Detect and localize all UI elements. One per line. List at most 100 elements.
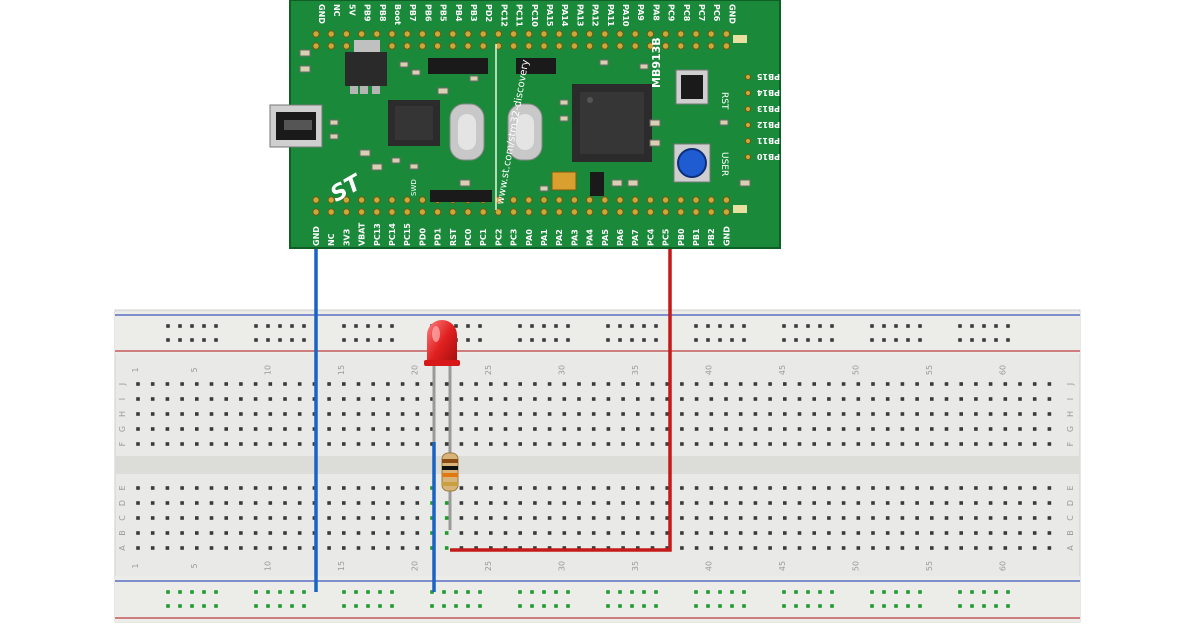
- rail-hole: [742, 324, 746, 328]
- hole: [386, 516, 390, 520]
- hole: [1003, 382, 1008, 386]
- signal-wire-pb0[interactable]: [450, 248, 672, 552]
- rail-hole: [302, 590, 306, 594]
- pin-label: PB14: [756, 88, 780, 97]
- rail-hole: [906, 338, 910, 342]
- hole: [812, 427, 816, 431]
- column-number: 40: [704, 365, 713, 375]
- rail-hole: [266, 604, 270, 608]
- hole: [650, 546, 655, 550]
- rail-hole: [694, 324, 698, 328]
- rail-hole: [278, 590, 282, 594]
- swd-label: SWD: [410, 179, 418, 196]
- header-pin: [677, 208, 685, 216]
- hole: [165, 442, 170, 446]
- hole: [283, 486, 287, 490]
- rail-hole: [454, 324, 458, 328]
- header-pin: [722, 208, 731, 216]
- hole: [768, 427, 772, 431]
- row-letter: C: [118, 515, 127, 521]
- hole: [988, 501, 993, 505]
- hole: [224, 382, 228, 386]
- hole: [827, 442, 831, 446]
- smd-part: [539, 185, 549, 192]
- hole: [812, 546, 816, 550]
- hole: [1018, 546, 1022, 550]
- hole: [371, 382, 375, 386]
- hole: [150, 412, 155, 416]
- reset-button[interactable]: [675, 69, 709, 105]
- rail-hole: [882, 324, 886, 328]
- hole: [871, 442, 875, 446]
- hole: [386, 531, 390, 535]
- hole: [1047, 486, 1052, 490]
- wires: [314, 248, 672, 592]
- hole: [709, 382, 714, 386]
- hole: [327, 531, 331, 535]
- hole: [812, 382, 816, 386]
- jumper-right[interactable]: [590, 172, 604, 196]
- hole: [459, 382, 464, 386]
- hole: [459, 427, 464, 431]
- header-pin: [464, 208, 472, 216]
- rail-hole: [970, 338, 974, 342]
- led[interactable]: [424, 320, 460, 442]
- hole: [400, 531, 405, 535]
- resistor[interactable]: [441, 442, 459, 530]
- hole: [1047, 501, 1052, 505]
- hole: [150, 442, 155, 446]
- hole: [591, 397, 596, 401]
- jumper-block-top[interactable]: [428, 58, 556, 74]
- pin-label: PC3: [510, 229, 519, 246]
- hole: [944, 442, 949, 446]
- hole: [709, 501, 714, 505]
- hole: [915, 427, 919, 431]
- resistor-band-4: [442, 482, 458, 486]
- pin-label: PB4: [454, 4, 463, 22]
- hole: [871, 397, 875, 401]
- header-pin: [327, 196, 335, 204]
- header-pin: [418, 42, 427, 50]
- rail-hole: [278, 324, 282, 328]
- row-letter: A: [118, 545, 127, 551]
- hole: [812, 397, 816, 401]
- rail-hole: [342, 604, 346, 608]
- hole: [768, 442, 772, 446]
- hole: [959, 546, 963, 550]
- hole: [724, 427, 728, 431]
- hole: [974, 427, 978, 431]
- hole: [503, 486, 508, 490]
- hole: [400, 442, 405, 446]
- hole: [885, 501, 890, 505]
- rail-hole: [378, 338, 382, 342]
- rail-hole: [214, 324, 218, 328]
- hole: [224, 546, 228, 550]
- hole: [988, 427, 993, 431]
- hole: [136, 382, 140, 386]
- pin-label: PC12: [499, 4, 508, 27]
- swd-header[interactable]: SWD: [410, 179, 492, 202]
- hole: [503, 531, 508, 535]
- hole: [297, 501, 302, 505]
- rail-hole: [166, 590, 170, 594]
- hole: [665, 397, 669, 401]
- header-pin: [744, 105, 752, 113]
- pin-label: GND: [317, 4, 326, 24]
- rail-hole: [882, 338, 886, 342]
- user-button[interactable]: [673, 143, 711, 183]
- hole: [283, 546, 287, 550]
- rail-hole: [178, 338, 182, 342]
- rail-hole: [1006, 324, 1010, 328]
- header-pin: [631, 42, 639, 50]
- hole: [930, 486, 934, 490]
- rail-hole: [566, 604, 570, 608]
- hole: [371, 427, 375, 431]
- pin-label: PB2: [707, 228, 716, 246]
- usb-connector[interactable]: [269, 104, 323, 148]
- rail-hole: [518, 324, 522, 328]
- hole: [753, 531, 758, 535]
- hole: [636, 501, 640, 505]
- rail-hole: [342, 324, 346, 328]
- hole: [459, 397, 464, 401]
- hole: [239, 442, 243, 446]
